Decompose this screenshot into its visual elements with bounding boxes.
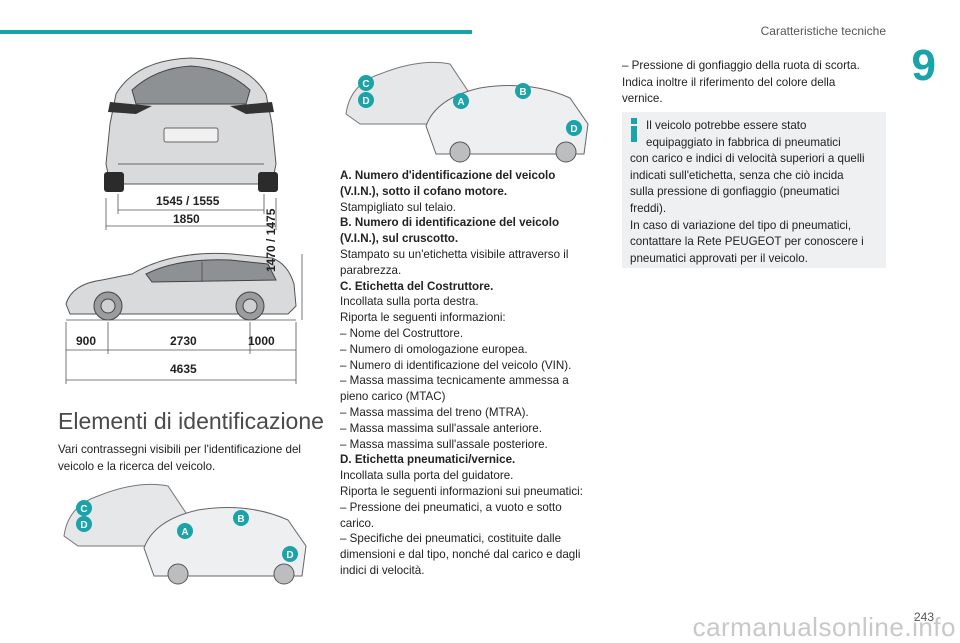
dim-wheelbase: 2730 <box>170 334 197 348</box>
text-line: pieno carico (MTAC) <box>340 390 446 404</box>
info-line: In caso di variazione del tipo di pneuma… <box>630 218 852 232</box>
text-line: D. Etichetta pneumatici/vernice. <box>340 453 516 467</box>
page-number: 243 <box>913 610 934 624</box>
text-line: – Massa massima del treno (MTRA). <box>340 405 529 419</box>
text-line: Riporta le seguenti informazioni sui pne… <box>340 484 583 498</box>
text-line: – Numero di omologazione europea. <box>340 342 528 356</box>
id-labels-figure-top: C D A B D <box>340 54 596 164</box>
text-line: dimensioni e dal tipo, nonché dal carico… <box>340 548 581 562</box>
svg-text:B: B <box>519 87 526 98</box>
svg-text:D: D <box>362 96 369 107</box>
intro-text: Vari contrassegni visibili per l'identif… <box>58 442 320 475</box>
text-line: – Nome del Costruttore. <box>340 326 464 340</box>
text-line: – Massa massima sull'assale posteriore. <box>340 437 548 451</box>
text-line: parabrezza. <box>340 263 402 277</box>
text-line: vernice. <box>622 92 663 105</box>
intro-line: veicolo e la ricerca del veicolo. <box>58 459 216 473</box>
text-line: – Pressione dei pneumatici, a vuoto e so… <box>340 500 562 514</box>
text-line: – Massa massima sull'assale anteriore. <box>340 421 542 435</box>
id-labels-figure-bottom: C D A B D <box>58 476 314 586</box>
intro-line: Vari contrassegni visibili per l'identif… <box>58 443 302 456</box>
info-line: Il veicolo potrebbe essere stato <box>646 119 807 132</box>
svg-text:D: D <box>570 124 577 135</box>
dim-rear-overhang: 1000 <box>248 334 275 348</box>
dim-height: 1470 / 1475 <box>264 208 278 272</box>
rear-view-figure <box>96 54 286 232</box>
svg-text:D: D <box>80 520 87 531</box>
paint-reference-text: – Pressione di gonfiaggio della ruota di… <box>622 58 884 108</box>
info-line: equipaggiato in fabbrica di pneumatici <box>646 135 841 149</box>
text-line: (V.I.N.), sul cruscotto. <box>340 232 459 246</box>
text-line: – Specifiche dei pneumatici, costituite … <box>340 532 562 546</box>
info-line: pneumatici approvati per il veicolo. <box>630 251 808 265</box>
text-line: B. Numero di identificazione del veicolo <box>340 216 560 230</box>
text-line: Riporta le seguenti informazioni: <box>340 311 506 325</box>
text-line: C. Etichetta del Costruttore. <box>340 279 494 293</box>
text-line: carico. <box>340 516 375 530</box>
svg-text:D: D <box>286 550 293 561</box>
text-line: Incollata sulla porta destra. <box>340 295 479 309</box>
info-line: indicati sull'etichetta, senza che ciò i… <box>630 168 844 182</box>
section-title: Caratteristiche tecniche <box>760 24 886 38</box>
text-line: Stampato su un'etichetta visibile attrav… <box>340 247 569 261</box>
text-line: A. Numero d'identificazione del veicolo <box>340 169 556 182</box>
text-line: indici di velocità. <box>340 563 425 577</box>
text-line: (V.I.N.), sotto il cofano motore. <box>340 184 508 198</box>
info-line: con carico e indici di velocità superior… <box>630 152 865 166</box>
section-heading: Elementi di identificazione <box>58 408 324 434</box>
info-text: Il veicolo potrebbe essere stato equipag… <box>630 118 882 267</box>
info-line: sulla pressione di gonfiaggio (pneumatic… <box>630 185 840 199</box>
info-line: freddi). <box>630 201 667 215</box>
dim-front-overhang: 900 <box>76 334 97 348</box>
text-line: – Pressione di gonfiaggio della ruota di… <box>622 59 860 72</box>
svg-text:A: A <box>181 527 188 538</box>
svg-text:C: C <box>362 79 369 90</box>
svg-text:C: C <box>80 504 87 515</box>
text-line: Incollata sulla porta del guidatore. <box>340 469 514 483</box>
side-view-figure <box>62 244 314 388</box>
text-line: – Numero di identificazione del veicolo … <box>340 358 572 372</box>
text-line: – Massa massima tecnicamente ammessa a <box>340 374 569 388</box>
dim-width: 1850 <box>173 212 200 226</box>
text-line: Indica inoltre il riferimento del colore… <box>622 75 836 89</box>
header-accent-bar <box>0 30 472 34</box>
svg-text:B: B <box>237 514 244 525</box>
watermark: carmanualsonline.info <box>692 612 956 642</box>
dim-track: 1545 / 1555 <box>156 194 220 208</box>
dim-length: 4635 <box>170 362 197 376</box>
info-line: contattare la Rete PEUGEOT per conoscere… <box>630 235 864 249</box>
chapter-number: 9 <box>911 41 936 90</box>
identification-details: A. Numero d'identificazione del veicolo (… <box>340 168 608 579</box>
info-box: Il veicolo potrebbe essere stato equipag… <box>622 112 886 268</box>
info-icon <box>630 118 638 142</box>
text-line: Stampigliato sul telaio. <box>340 200 456 214</box>
svg-text:A: A <box>457 97 464 108</box>
